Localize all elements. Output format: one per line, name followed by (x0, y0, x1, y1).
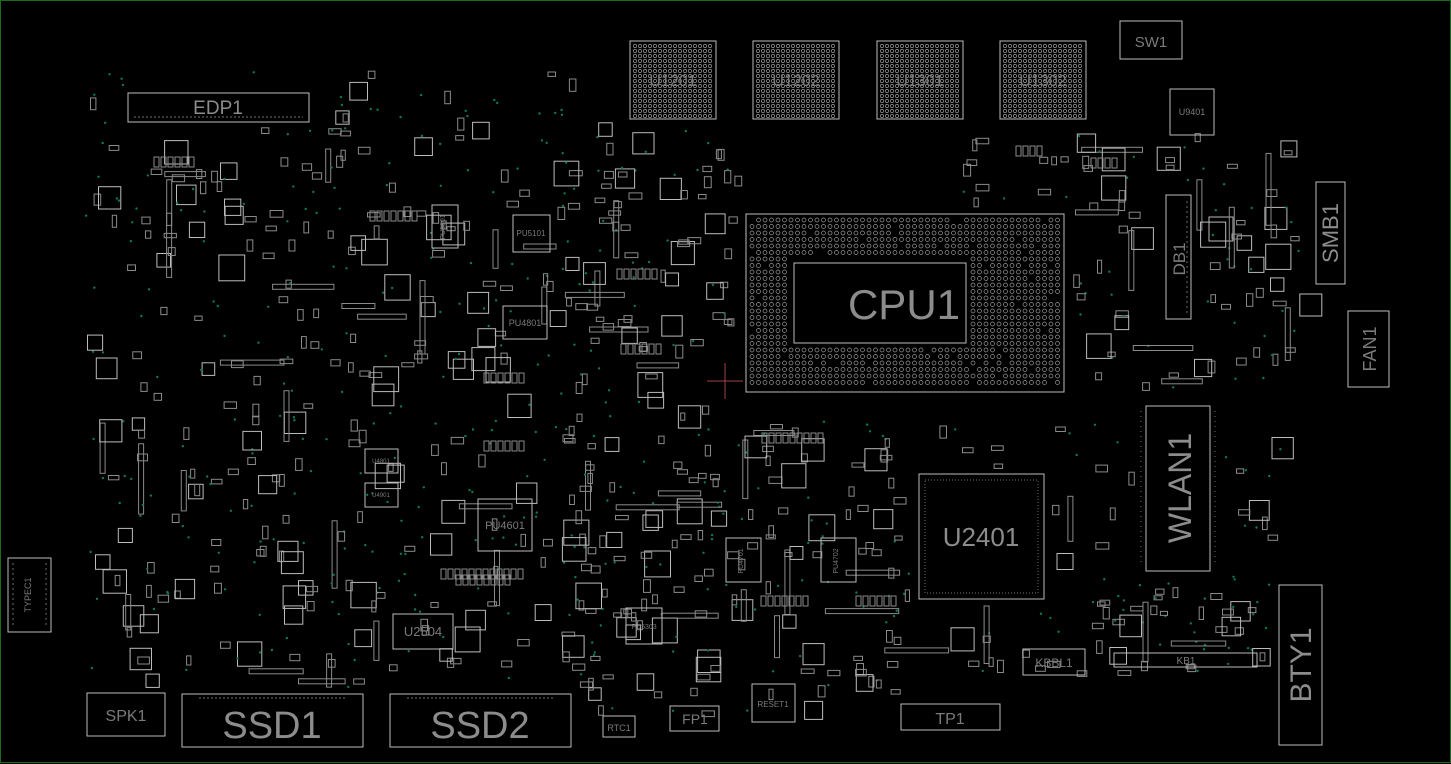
cpu-socket[interactable]: CPU1 (745, 213, 1065, 393)
fp1-label: FP1 (682, 711, 708, 727)
pu5101-label: PU5101 (517, 229, 546, 238)
pu4601-label: PU4601 (485, 520, 525, 532)
memory-chip-u1302[interactable]: U1302 (999, 40, 1087, 120)
switch-sw1[interactable]: SW1 (1119, 20, 1183, 60)
u4901-label: U4901 (372, 493, 390, 499)
ssd1-connector[interactable]: SSD1 (181, 693, 364, 748)
db1-label: DB1 (1170, 242, 1189, 275)
power-ic-pu4801[interactable]: PU4801 (502, 305, 548, 340)
power-ic-pu5101[interactable]: PU5101 (512, 214, 551, 253)
chip-u9401[interactable]: U9401 (1169, 88, 1215, 136)
chip-u4901[interactable]: U4901 (364, 482, 399, 508)
power-ic-pu5301[interactable]: PU5301 (431, 204, 459, 249)
edp-connector[interactable]: EDP1 (127, 92, 310, 123)
u1301-label: U1301 (896, 73, 943, 90)
u2401-label: U2401 (943, 522, 1020, 552)
memory-chip-u1201[interactable]: U1201 (629, 40, 717, 120)
pu5301-label: PU5301 (440, 214, 447, 239)
spk1-label: SPK1 (106, 708, 147, 725)
usb-typec-connector[interactable]: TYPEC1 (7, 557, 52, 633)
fingerprint-connector[interactable]: FP1 (669, 705, 720, 732)
power-ic-pu4701[interactable]: PU4701 (725, 537, 762, 583)
keyboard-backlight-connector[interactable]: KBBL1 (1022, 648, 1086, 676)
u9401-label: U9401 (1179, 107, 1206, 117)
chip-u2504[interactable]: U2504 (392, 613, 454, 650)
power-ic-pu4702[interactable]: PU4702 (820, 537, 857, 583)
speaker-connector[interactable]: SPK1 (86, 692, 166, 737)
kbbl1-label: KBBL1 (1035, 656, 1073, 670)
ssd2-connector[interactable]: SSD2 (389, 693, 572, 748)
u4801-label: U4801 (372, 459, 390, 465)
crosshair-cursor-icon (707, 363, 743, 399)
smb1-label: SMB1 (1318, 203, 1343, 263)
wlan1-label: WLAN1 (1162, 433, 1198, 543)
memory-chip-u1202[interactable]: U1202 (752, 40, 840, 120)
ssd1-label: SSD1 (222, 705, 321, 747)
connector-db1[interactable]: DB1 (1165, 194, 1192, 320)
typec-label: TYPEC1 (23, 577, 33, 612)
pu4702-label: PU4702 (833, 548, 840, 573)
chip-u2401[interactable]: U2401 (918, 473, 1045, 600)
generated-details (84, 70, 1323, 720)
reset1-label: RESET1 (757, 700, 789, 709)
edp-label: EDP1 (193, 98, 243, 119)
fan1-label: FAN1 (1360, 326, 1380, 371)
u1201-label: U1201 (649, 73, 696, 90)
power-ic-pu4601[interactable]: PU4601 (477, 498, 533, 552)
keyboard-connector[interactable]: KB1 (1113, 652, 1258, 668)
memory-chip-u1301[interactable]: U1301 (876, 40, 964, 120)
cpu-label: CPU1 (848, 281, 960, 328)
chip-u4801[interactable]: U4801 (364, 448, 399, 474)
sw1-label: SW1 (1135, 34, 1168, 51)
tp1-label: TP1 (935, 711, 964, 728)
pu4701-label: PU4701 (738, 548, 745, 573)
rtc1-label: RTC1 (607, 723, 630, 733)
wlan-connector[interactable]: WLAN1 (1140, 405, 1216, 572)
pu5303-label: PU5303 (631, 624, 656, 631)
u1202-label: U1202 (772, 73, 819, 90)
connector-fan1[interactable]: FAN1 (1347, 310, 1390, 388)
touchpad-connector[interactable]: TP1 (900, 703, 1001, 731)
rtc-battery-connector[interactable]: RTC1 (602, 715, 636, 738)
ssd2-label: SSD2 (430, 705, 529, 747)
bty1-label: BTY1 (1285, 627, 1318, 702)
pu4801-label: PU4801 (509, 318, 542, 328)
reset-button[interactable]: RESET1 (751, 683, 796, 723)
u1302-label: U1302 (1019, 73, 1066, 90)
power-ic-pu5303[interactable]: PU5303 (625, 607, 663, 645)
battery-connector[interactable]: BTY1 (1278, 584, 1323, 746)
u2504-label: U2504 (404, 624, 442, 639)
kb1-label: KB1 (1177, 656, 1196, 667)
connector-smb1[interactable]: SMB1 (1315, 181, 1346, 285)
